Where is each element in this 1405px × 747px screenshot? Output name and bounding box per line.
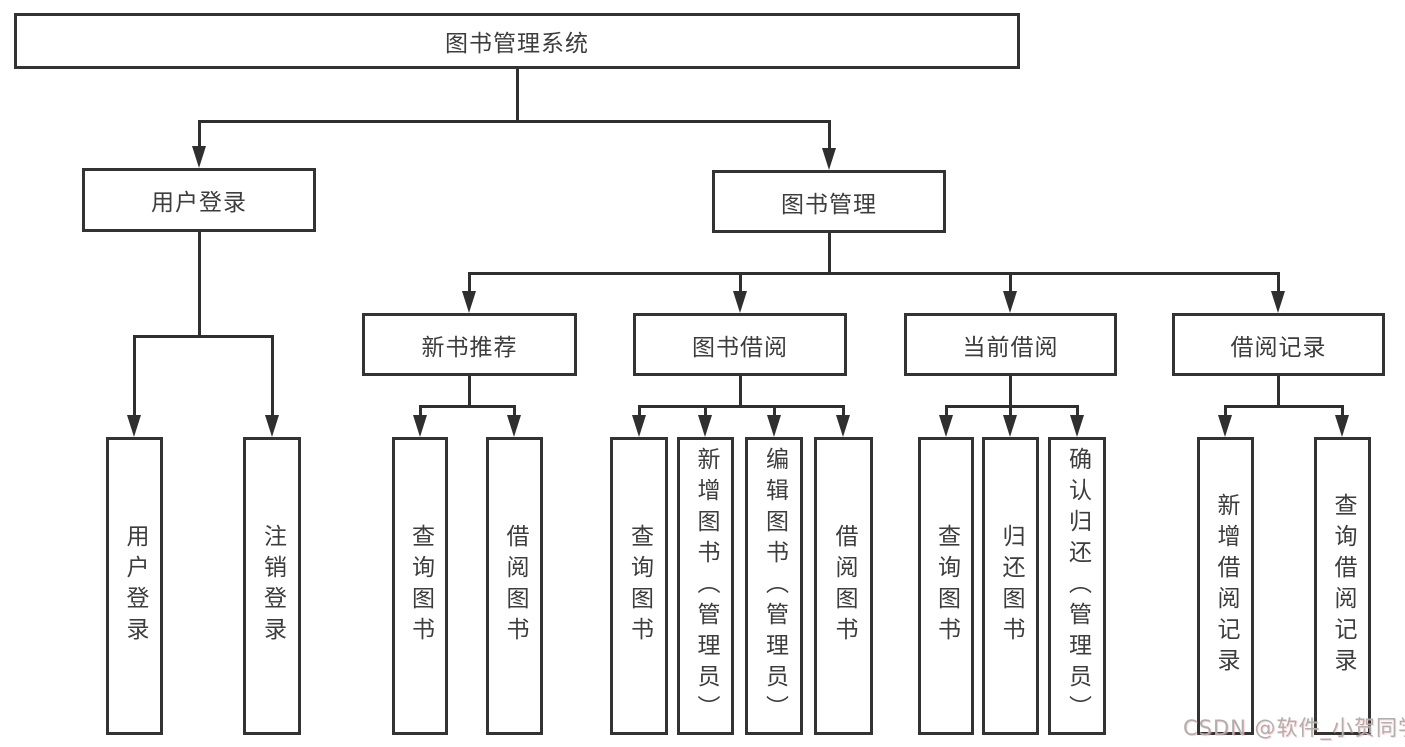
node-label: 查询借阅记录 (1330, 493, 1356, 679)
node-label: 确认归还（管理员） (1064, 446, 1091, 726)
arrowhead-down-icon (192, 146, 206, 168)
node-label: 新增借阅记录 (1213, 493, 1239, 679)
node-label: 查询图书 (933, 524, 960, 648)
connector-line (772, 405, 776, 415)
node-label: 用户登录 (122, 524, 148, 648)
connector-line (944, 405, 1079, 408)
connector-line (827, 233, 831, 275)
node-label: 图书管理系统 (445, 31, 589, 57)
connector-line (944, 405, 948, 415)
connector-line (132, 335, 274, 338)
connector-line (467, 376, 471, 408)
connector-line (197, 120, 831, 123)
connector-line (841, 405, 845, 415)
node-leaf-edit-books-admin: 编辑图书（管理员） (745, 437, 803, 735)
node-borrow-record: 借阅记录 (1172, 313, 1385, 376)
connector-line (132, 335, 136, 415)
connector-line (197, 232, 201, 338)
node-label: 图书管理 (781, 191, 877, 218)
node-leaf-query-books-2: 查询图书 (610, 437, 668, 735)
node-leaf-query-borrow-rec: 查询借阅记录 (1314, 437, 1371, 735)
arrowhead-down-icon (632, 415, 646, 437)
node-leaf-logout: 注销登录 (243, 437, 301, 735)
arrowhead-down-icon (413, 415, 427, 437)
arrowhead-down-icon (767, 415, 781, 437)
csdn-watermark: CSDN @软件_小贺同学 (1183, 716, 1405, 740)
connector-line (1008, 272, 1012, 291)
arrowhead-down-icon (1003, 415, 1017, 437)
node-user-login: 用户登录 (82, 168, 316, 232)
node-label: 借阅图书 (831, 524, 857, 648)
node-leaf-query-books-1: 查询图书 (392, 437, 448, 735)
arrowhead-down-icon (507, 415, 521, 437)
connector-line (637, 405, 641, 415)
node-label: 当前借阅 (962, 334, 1059, 361)
connector-line (738, 272, 742, 291)
node-label: 借阅记录 (1230, 334, 1327, 361)
node-leaf-add-books-admin: 新增图书（管理员） (677, 437, 734, 735)
arrowhead-down-icon (733, 291, 747, 313)
node-leaf-confirm-return: 确认归还（管理员） (1048, 437, 1106, 735)
node-book-mgmt: 图书管理 (712, 170, 946, 233)
connector-line (270, 335, 274, 415)
node-label: 查询图书 (626, 524, 653, 648)
connector-line (418, 405, 516, 408)
node-label: 图书借阅 (692, 334, 788, 361)
node-label: 归还图书 (998, 524, 1024, 648)
connector-line (1223, 405, 1227, 415)
arrowhead-down-icon (836, 415, 850, 437)
arrowhead-down-icon (1070, 415, 1084, 437)
node-label: 查询图书 (407, 524, 434, 648)
node-leaf-user-login: 用户登录 (106, 437, 163, 735)
arrowhead-down-icon (698, 415, 712, 437)
arrowhead-down-icon (1003, 291, 1017, 313)
node-leaf-add-borrow-rec: 新增借阅记录 (1197, 437, 1254, 735)
node-leaf-borrow-books-1: 借阅图书 (486, 437, 543, 735)
arrowhead-down-icon (1218, 415, 1232, 437)
arrowhead-down-icon (1335, 415, 1349, 437)
connector-line (703, 405, 707, 415)
connector-line (197, 120, 201, 146)
connector-line (418, 405, 422, 415)
connector-line (1276, 376, 1280, 408)
node-label: 注销登录 (259, 524, 286, 648)
node-current-borrow: 当前借阅 (904, 313, 1117, 376)
node-leaf-return-books: 归还图书 (982, 437, 1039, 735)
connector-line (1276, 272, 1280, 291)
arrowhead-down-icon (462, 291, 476, 313)
connector-line (1008, 405, 1012, 415)
arrowhead-down-icon (939, 415, 953, 437)
node-leaf-borrow-books-2: 借阅图书 (814, 437, 873, 735)
arrowhead-down-icon (822, 148, 836, 170)
arrowhead-down-icon (1271, 291, 1285, 313)
node-book-borrow: 图书借阅 (633, 313, 847, 376)
node-root: 图书管理系统 (14, 13, 1020, 69)
connector-line (1223, 405, 1344, 408)
connector-line (467, 272, 1280, 275)
node-new-book-rec: 新书推荐 (362, 313, 577, 376)
node-label: 新书推荐 (421, 334, 518, 361)
arrowhead-down-icon (127, 415, 141, 437)
connector-line (512, 405, 516, 415)
connector-line (827, 120, 831, 148)
connector-line (467, 272, 471, 291)
connector-line (738, 376, 742, 408)
connector-line (1340, 405, 1344, 415)
connector-line (1075, 405, 1079, 415)
node-label: 编辑图书（管理员） (761, 446, 788, 726)
node-label: 用户登录 (151, 190, 247, 216)
arrowhead-down-icon (265, 415, 279, 437)
node-leaf-query-books-3: 查询图书 (918, 437, 974, 735)
connector-line (515, 69, 519, 123)
connector-line (637, 405, 845, 408)
connector-line (1008, 376, 1012, 408)
node-label: 借阅图书 (502, 524, 528, 648)
node-label: 新增图书（管理员） (693, 446, 719, 726)
